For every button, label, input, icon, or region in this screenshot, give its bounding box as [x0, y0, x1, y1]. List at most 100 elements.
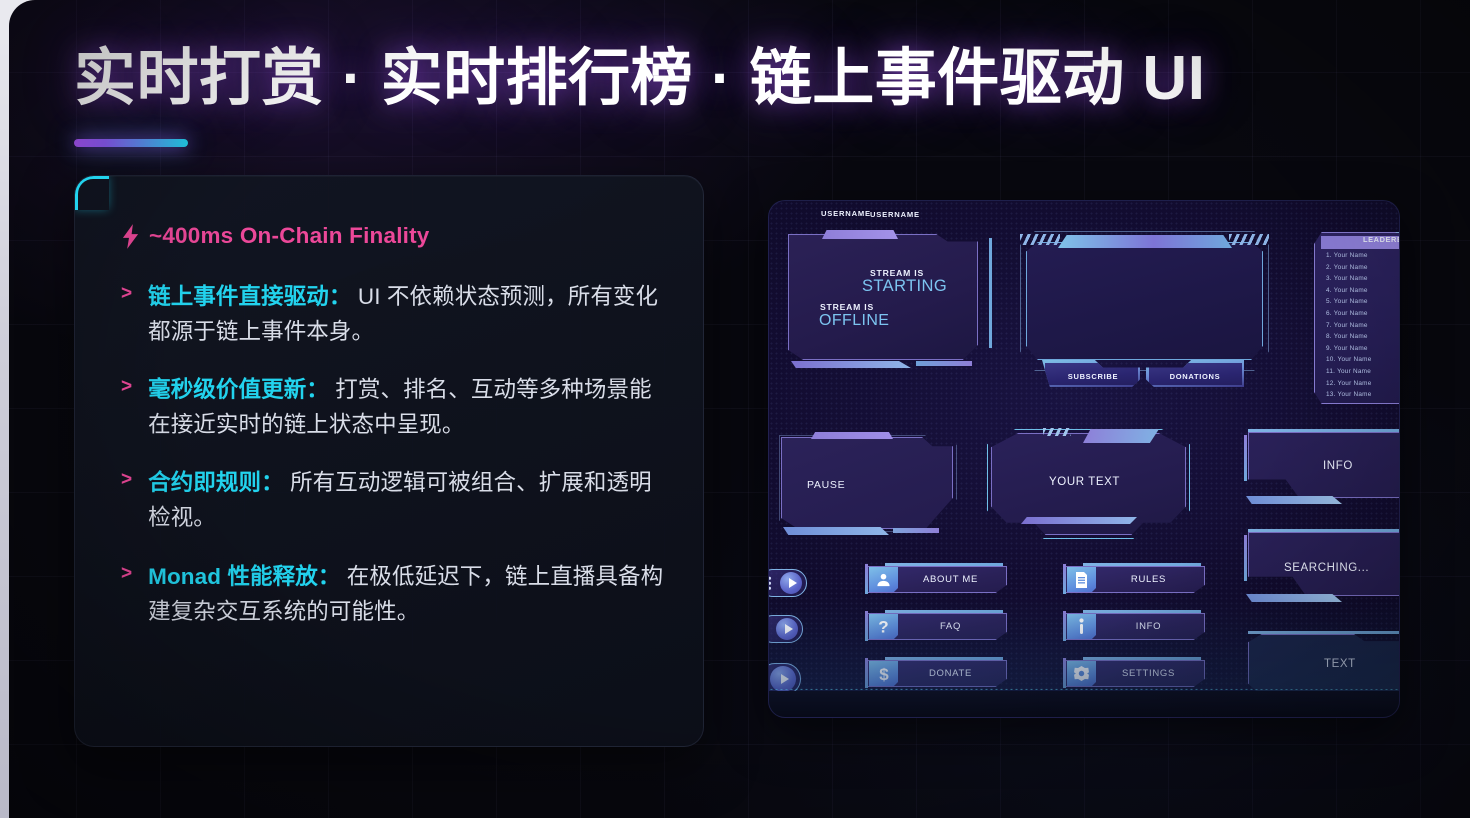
offline-frame-tab — [822, 230, 898, 239]
bullet-marker-icon: > — [121, 562, 133, 584]
searching-panel — [1244, 529, 1399, 604]
donate-button-left-edge — [865, 658, 868, 688]
starting-frame-banner — [1058, 235, 1232, 248]
text-panel-body — [1248, 634, 1399, 693]
offline-frame-bottom-bar-2 — [916, 361, 972, 366]
dollar-sign-icon: $ — [869, 661, 898, 686]
starting-frame-hash-right — [1229, 234, 1269, 245]
leaderboard-entry: 4. Your Name — [1326, 286, 1368, 294]
bullet-text: Monad 性能释放： 在极低延迟下，链上直播具备构建复杂交互系统的可能性。 — [148, 559, 673, 629]
svg-text:$: $ — [879, 665, 889, 683]
play-button[interactable] — [769, 569, 807, 597]
your-text-frame — [987, 427, 1190, 539]
starting-frame-hash-left — [1020, 234, 1060, 245]
gear-icon — [1067, 661, 1096, 686]
features-card: ~400ms On-Chain Finality > 链上事件直接驱动： UI … — [74, 175, 704, 747]
leaderboard-entry: 5. Your Name — [1326, 298, 1368, 306]
your-text-top-accent — [1083, 429, 1159, 443]
stream-starting-frame: SUBSCRIBE DONATIONS — [1018, 229, 1271, 396]
finality-headline-text: ~400ms On-Chain Finality — [149, 223, 430, 248]
bullet-term: 合约即规则： — [148, 470, 284, 496]
offline-frame-right-edge — [989, 238, 992, 348]
faq-button-left-edge — [865, 611, 868, 641]
bullet-marker-icon: > — [121, 469, 133, 491]
pause-frame-bottom-bar-2 — [893, 528, 939, 533]
leaderboard-entry: 3. Your Name — [1326, 275, 1368, 283]
settings-button-label: SETTINGS — [1121, 668, 1176, 679]
info-panel-top-line — [1248, 429, 1399, 432]
starting-username-label: USERNAME — [870, 210, 920, 219]
rules-button-label: RULES — [1130, 574, 1167, 585]
play-button[interactable] — [769, 615, 803, 643]
leaderboard-entry: 12. Your Name — [1326, 379, 1372, 387]
leaderboard-entry: 6. Your Name — [1326, 309, 1368, 317]
bullet-marker-icon: > — [121, 283, 133, 304]
subscribe-button-label: SUBSCRIBE — [1067, 372, 1119, 381]
lightning-bolt-icon — [122, 223, 139, 249]
searching-panel-top-line — [1248, 529, 1399, 532]
info-panel-left-edge — [1244, 435, 1247, 481]
feature-bullet: > 链上事件直接驱动： UI 不依赖状态预测，所有变化都源于链上事件本身。 — [121, 279, 673, 349]
play-button-dots-icon — [769, 576, 771, 590]
left-edge-bar — [0, 0, 9, 818]
play-icon — [780, 572, 802, 594]
offline-frame-bottom-bar — [791, 361, 911, 368]
feature-bullet: > Monad 性能释放： 在极低延迟下，链上直播具备构建复杂交互系统的可能性。 — [121, 559, 673, 629]
stream-offline-frame — [788, 230, 992, 370]
finality-headline: ~400ms On-Chain Finality — [121, 223, 673, 249]
pause-frame — [779, 429, 957, 535]
card-corner-bracket — [75, 176, 109, 210]
leaderboard-entry: 10. Your Name — [1326, 356, 1372, 364]
searching-panel-left-edge — [1244, 535, 1247, 581]
donations-button-label: DONATIONS — [1169, 372, 1221, 381]
leaderboard-entry: 1. Your Name — [1326, 252, 1368, 259]
about-me-button[interactable]: ABOUT ME — [865, 563, 1007, 594]
rules-button[interactable]: RULES — [1063, 563, 1205, 594]
info-panel — [1244, 429, 1399, 506]
faq-button[interactable]: ? FAQ — [865, 610, 1007, 641]
bullet-term: Monad 性能释放： — [148, 563, 341, 589]
feature-bullet: > 毫秒级价值更新： 打赏、排名、互动等多种场景能在接近实时的链上状态中呈现。 — [121, 372, 673, 442]
donate-button-label: DONATE — [928, 668, 973, 679]
leaderboard-panel: 1. Your Name 2. Your Name 3. Your Name 4… — [1314, 232, 1399, 404]
offline-username-label: USERNAME — [821, 209, 871, 218]
question-mark-icon: ? — [869, 614, 898, 639]
searching-panel-body — [1248, 532, 1399, 596]
leaderboard-header-bar — [1321, 236, 1399, 249]
leaderboard-entry: 13. Your Name — [1326, 391, 1372, 399]
leaderboard-entry: 7. Your Name — [1326, 321, 1368, 329]
leaderboard-entry: 11. Your Name — [1326, 367, 1372, 375]
bullet-text: 链上事件直接驱动： UI 不依赖状态预测，所有变化都源于链上事件本身。 — [148, 279, 673, 349]
text-panel — [1244, 631, 1399, 701]
play-button[interactable] — [769, 663, 801, 695]
your-text-hash-marks — [1043, 428, 1071, 436]
pause-frame-bottom-bar — [783, 527, 889, 535]
play-icon — [770, 666, 796, 692]
settings-button-left-edge — [1063, 658, 1066, 688]
about-me-button-label: ABOUT ME — [922, 574, 979, 585]
faq-button-label: FAQ — [939, 621, 962, 632]
card-content: ~400ms On-Chain Finality > 链上事件直接驱动： UI … — [121, 223, 673, 629]
leaderboard-hash-marks — [1392, 232, 1399, 233]
text-panel-top-line — [1248, 631, 1399, 634]
page-title: 实时打赏 · 实时排行榜 · 链上事件驱动 UI — [74, 44, 1206, 113]
settings-button[interactable]: SETTINGS — [1063, 657, 1205, 688]
starting-frame-body — [1026, 242, 1263, 360]
pause-frame-body — [781, 437, 953, 529]
bullet-marker-icon: > — [121, 376, 133, 398]
bullet-term: 链上事件直接驱动： — [148, 284, 352, 309]
svg-text:?: ? — [878, 618, 888, 635]
leaderboard-entry: 8. Your Name — [1326, 333, 1368, 341]
title-accent-bar — [74, 139, 188, 147]
offline-frame-body — [788, 234, 978, 360]
info-button[interactable]: INFO — [1063, 610, 1205, 641]
info-button-left-edge — [1063, 611, 1066, 641]
about-me-button-left-edge — [865, 564, 868, 594]
donate-button[interactable]: $ DONATE — [865, 657, 1007, 688]
bullet-text: 合约即规则： 所有互动逻辑可被组合、扩展和透明检视。 — [148, 465, 673, 535]
info-panel-body — [1248, 432, 1399, 498]
document-icon — [1067, 567, 1096, 592]
bullet-term: 毫秒级价值更新： — [148, 377, 329, 403]
info-button-label: INFO — [1135, 621, 1162, 632]
